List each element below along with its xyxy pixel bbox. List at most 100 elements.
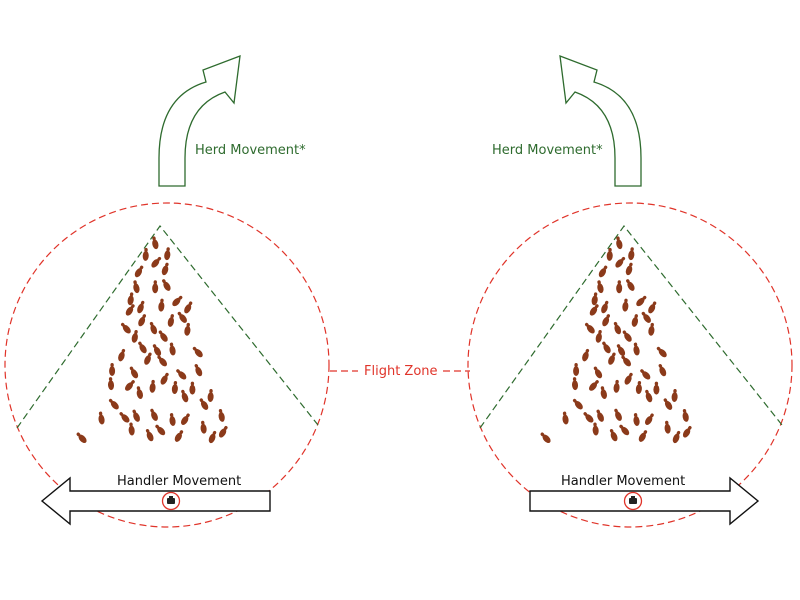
cow-icon (594, 329, 604, 344)
cow-icon (136, 313, 148, 328)
cow-icon (148, 320, 159, 336)
cow-icon (152, 280, 159, 294)
cow-icon (182, 300, 195, 315)
cow-icon (599, 299, 611, 315)
cow-icon (594, 408, 606, 423)
flight-zone-callout: Flight Zone (330, 364, 470, 379)
cattle-herd-left (74, 235, 230, 445)
cow-icon (135, 299, 147, 315)
cow-icon (116, 347, 127, 363)
cow-icon (613, 379, 621, 394)
cow-icon (597, 264, 610, 279)
cow-icon (170, 294, 185, 308)
cow-icon (126, 291, 135, 306)
cow-icon (571, 376, 579, 391)
blind-zone-lines-left (16, 225, 319, 429)
cow-icon (590, 291, 599, 306)
cow-icon (173, 428, 185, 444)
cow-icon (653, 381, 660, 395)
cow-icon (561, 411, 570, 425)
cow-icon (136, 340, 149, 355)
cow-icon (160, 261, 171, 277)
cow-icon (135, 385, 144, 400)
cow-icon (183, 322, 192, 337)
cow-icon (616, 280, 623, 294)
cow-icon (133, 264, 146, 279)
cow-icon (538, 430, 553, 445)
handler-movement-arrow-right (529, 476, 760, 526)
cow-icon (153, 423, 167, 437)
cow-icon (127, 365, 140, 380)
cow-icon (612, 407, 624, 422)
cow-icon (600, 313, 612, 328)
cow-icon (119, 321, 133, 335)
cow-icon (632, 412, 641, 427)
cow-icon (599, 385, 608, 400)
cow-icon (617, 423, 631, 437)
herd-movement-arrow-left (158, 55, 241, 187)
cow-icon (608, 427, 619, 443)
cow-icon (671, 388, 679, 403)
cow-icon (107, 376, 115, 391)
cow-icon (646, 300, 659, 315)
cow-icon (643, 412, 656, 427)
blind-zone-lines-right (479, 225, 783, 429)
cow-icon (199, 420, 208, 435)
cow-icon (155, 353, 169, 368)
flight-zone-label: Flight Zone (364, 364, 438, 379)
cow-icon (109, 363, 116, 376)
cow-icon (591, 422, 600, 436)
cow-icon (615, 342, 627, 358)
right-panel: Herd Movement* Handler Movement (467, 55, 793, 528)
cow-icon (643, 388, 654, 404)
cow-icon (179, 412, 192, 427)
cow-icon (157, 298, 166, 312)
cow-icon (613, 255, 627, 270)
cow-icon (623, 371, 635, 386)
cow-icon (606, 247, 614, 262)
cow-icon (624, 277, 637, 293)
cow-icon (151, 342, 163, 358)
cow-icon (637, 428, 649, 444)
cow-icon (606, 351, 618, 366)
cow-icon (123, 378, 137, 393)
cow-icon (571, 397, 585, 411)
cow-icon (148, 407, 160, 422)
cow-icon (573, 363, 580, 376)
handler-movement-label-left: Handler Movement (117, 474, 241, 489)
cow-icon (619, 353, 633, 368)
cow-icon (217, 408, 226, 423)
herd-movement-arrow-right (559, 55, 642, 187)
cow-icon (663, 420, 672, 435)
flight-zone-circle-left (4, 202, 330, 528)
cow-icon (160, 277, 173, 293)
cow-icon (638, 367, 652, 382)
cow-icon (580, 347, 591, 363)
cow-icon (681, 424, 694, 439)
cow-icon (624, 261, 635, 277)
left-panel: Herd Movement* Handler Movement (4, 55, 330, 528)
herd-movement-label-right: Herd Movement* (492, 143, 603, 158)
cow-icon (207, 429, 219, 445)
cow-icon (581, 410, 596, 425)
cow-icon (142, 351, 154, 366)
cow-icon (74, 430, 89, 445)
cow-icon (149, 379, 157, 394)
cow-icon (127, 422, 136, 436)
cow-icon (97, 411, 106, 425)
cow-icon (168, 412, 177, 427)
cow-icon (179, 388, 190, 404)
cow-icon (634, 294, 649, 308)
cow-icon (189, 381, 196, 395)
cow-icon (149, 255, 163, 270)
handler-icon (161, 491, 181, 511)
cow-icon (131, 279, 141, 294)
cow-icon (174, 367, 188, 382)
cow-icon (681, 408, 690, 423)
cow-icon (655, 345, 669, 359)
cow-icon (142, 247, 150, 262)
cow-icon (587, 378, 601, 393)
handler-movement-arrow-left (40, 476, 271, 526)
cow-icon (144, 427, 155, 443)
